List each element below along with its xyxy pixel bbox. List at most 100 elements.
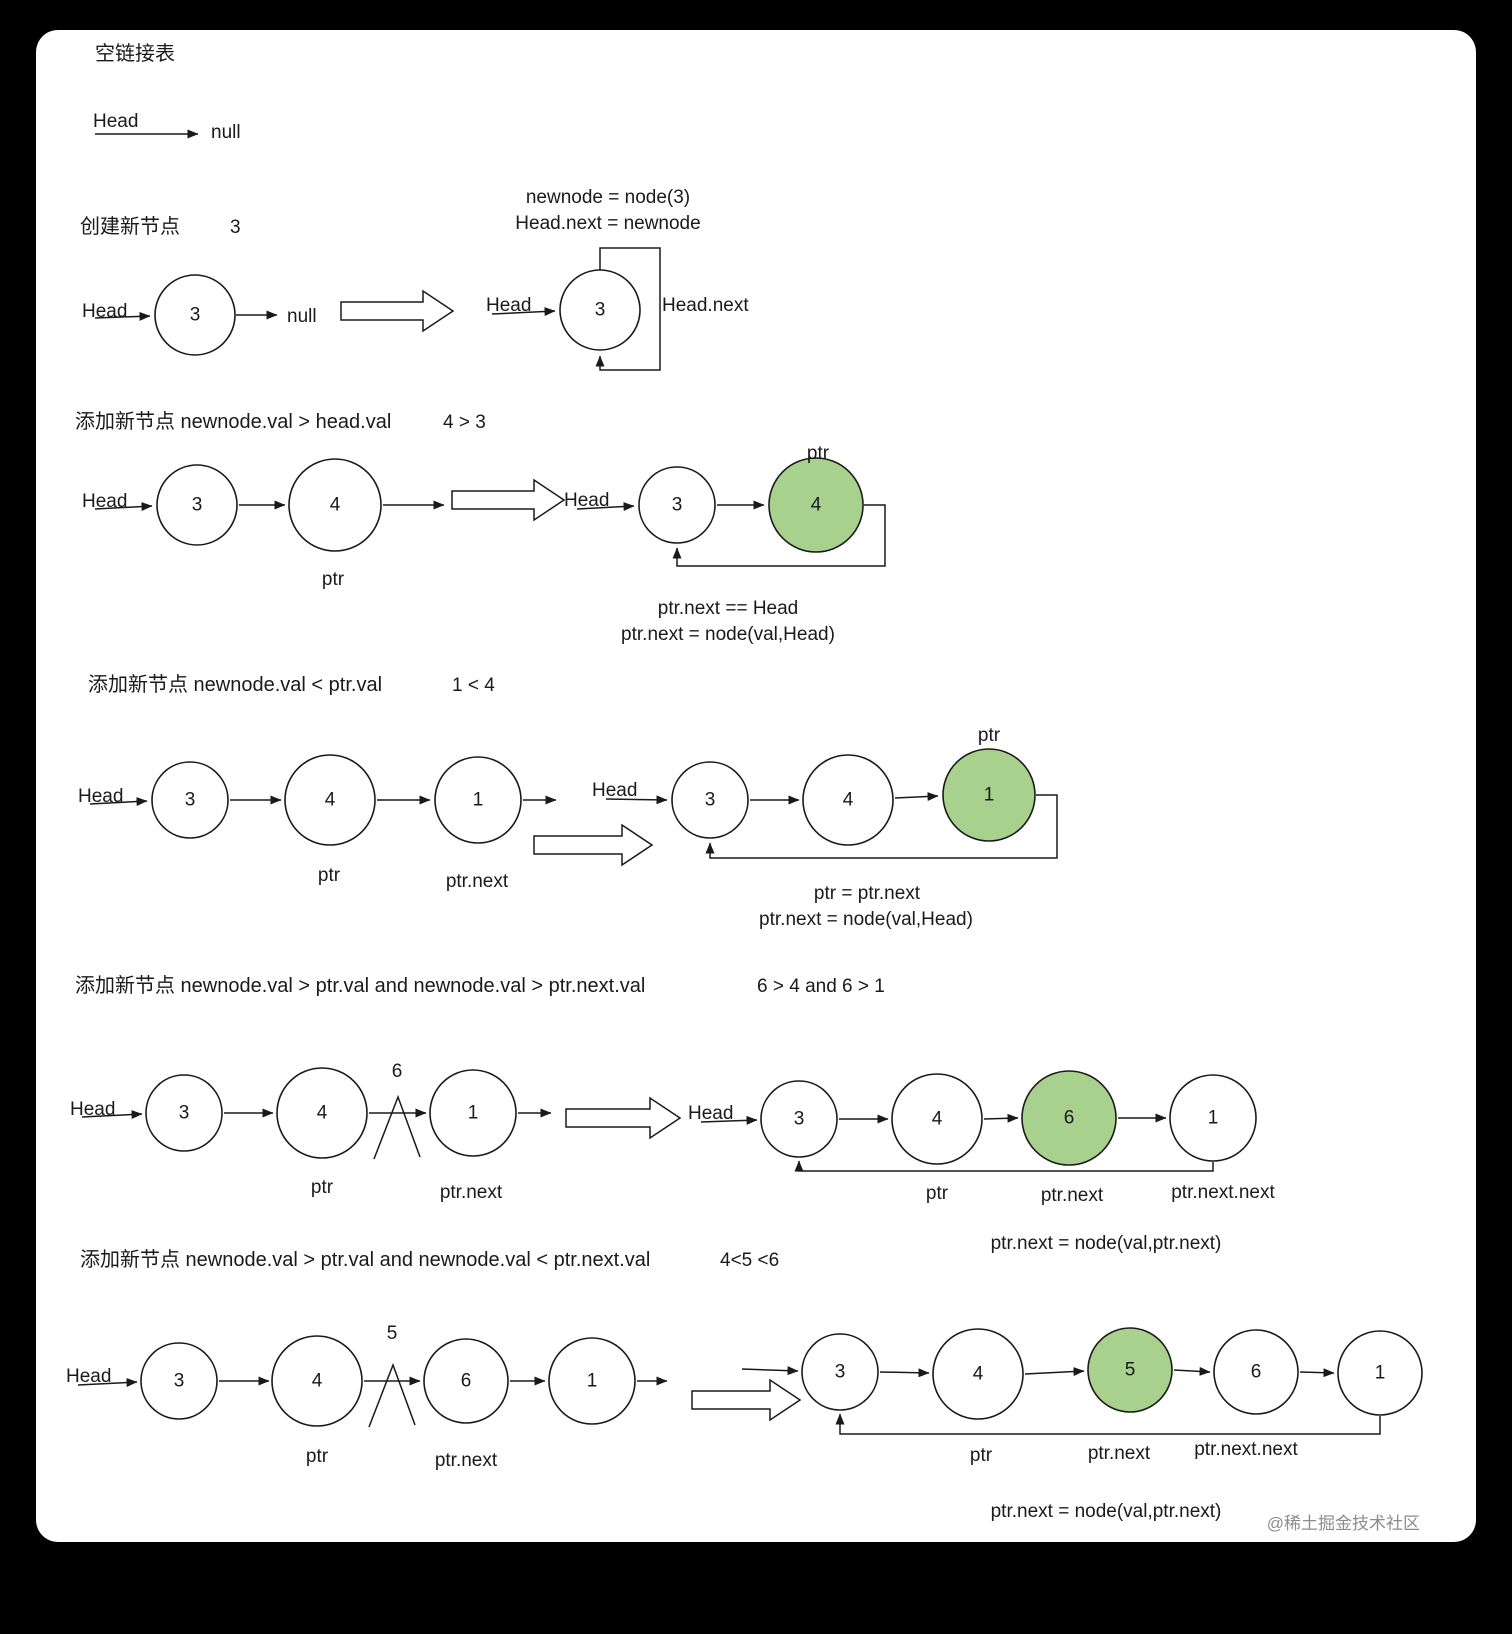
s2-title: 添加新节点 newnode.val > head.val — [75, 410, 391, 433]
link-arrow — [1173, 1366, 1211, 1376]
head-label: Head — [592, 780, 637, 801]
node-value: 3 — [192, 495, 203, 516]
node-circle — [559, 269, 641, 351]
new-node-circle — [942, 748, 1036, 842]
node-value: 3 — [190, 305, 201, 326]
page-title: 空链接表 — [95, 42, 175, 65]
s1-value: 3 — [230, 217, 241, 238]
node-value: 1 — [1208, 1108, 1219, 1129]
s4-insert-value: 6 — [392, 1061, 403, 1082]
node-value: 3 — [672, 495, 683, 516]
node-circle — [548, 1337, 636, 1425]
head-label: Head — [70, 1099, 115, 1120]
insert-break-mark — [373, 1094, 421, 1160]
link-arrow — [81, 1110, 143, 1120]
head-label: Head — [688, 1103, 733, 1124]
node-value: 3 — [174, 1371, 185, 1392]
node-circle — [284, 754, 376, 846]
node-value: 4 — [317, 1103, 328, 1124]
node-value: 3 — [794, 1109, 805, 1130]
ptr-next-next-label: ptr.next.next — [1171, 1182, 1275, 1203]
node-value: 4 — [932, 1109, 943, 1130]
node-circle — [156, 464, 238, 546]
s4-title: 添加新节点 newnode.val > ptr.val and newnode.… — [75, 974, 645, 997]
s3-code-2: ptr.next = node(val,Head) — [759, 909, 973, 930]
node-value: 1 — [473, 790, 484, 811]
s5-cond: 4<5 <6 — [720, 1250, 779, 1271]
node-circle — [1337, 1330, 1423, 1416]
loop-back-arrow — [595, 247, 661, 371]
s1-code-2: Head.next = newnode — [515, 213, 700, 234]
null-label: null — [287, 306, 317, 327]
node-value: 3 — [595, 300, 606, 321]
head-next-label: Head.next — [662, 295, 749, 316]
node-value: 4 — [312, 1371, 323, 1392]
link-arrow — [741, 1366, 799, 1376]
new-node-circle — [1021, 1070, 1117, 1166]
s5-code-1: ptr.next = node(val,ptr.next) — [991, 1501, 1222, 1522]
s5-insert-value: 5 — [387, 1323, 398, 1344]
node-circle — [802, 754, 894, 846]
link-arrow — [491, 307, 556, 316]
node-value: 3 — [835, 1362, 846, 1383]
link-arrow — [94, 502, 153, 512]
node-value: 4 — [843, 790, 854, 811]
node-circle — [429, 1069, 517, 1157]
ptr-next-label: ptr.next — [1088, 1443, 1151, 1464]
loop-back-arrow — [794, 1160, 1214, 1172]
node-value: 5 — [1125, 1360, 1136, 1381]
s3-cond: 1 < 4 — [452, 675, 495, 696]
link-arrow — [576, 502, 635, 512]
null-label: null — [211, 122, 241, 143]
link-arrow — [94, 311, 151, 321]
s3-code-1: ptr = ptr.next — [814, 883, 921, 904]
loop-back-arrow — [705, 794, 1058, 859]
node-circle — [1169, 1074, 1257, 1162]
ptr-label: ptr — [311, 1177, 334, 1198]
ptr-next-label: ptr.next — [435, 1450, 498, 1471]
head-label: Head — [82, 491, 127, 512]
ptr-label: ptr — [306, 1446, 329, 1467]
loop-back-arrow — [835, 1413, 1381, 1435]
link-arrow — [1024, 1367, 1085, 1377]
link-arrow — [1299, 1368, 1335, 1378]
transform-block-arrow — [565, 1096, 682, 1140]
node-circle — [276, 1067, 368, 1159]
ptr-next-label: ptr.next — [446, 871, 509, 892]
head-label: Head — [564, 490, 609, 511]
node-value: 3 — [185, 790, 196, 811]
node-value: 4 — [811, 495, 822, 516]
node-circle — [932, 1328, 1024, 1420]
new-node-circle — [768, 457, 864, 553]
ptr-label: ptr — [807, 443, 830, 464]
node-value: 4 — [330, 495, 341, 516]
node-value: 4 — [973, 1364, 984, 1385]
node-value: 1 — [1375, 1363, 1386, 1384]
canvas-card — [36, 30, 1476, 1542]
s2-cond: 4 > 3 — [443, 412, 486, 433]
node-circle — [145, 1074, 223, 1152]
node-circle — [154, 274, 236, 356]
ptr-next-next-label: ptr.next.next — [1194, 1439, 1298, 1460]
ptr-label: ptr — [978, 725, 1001, 746]
link-arrow — [77, 1378, 138, 1388]
node-value: 1 — [587, 1371, 598, 1392]
node-value: 6 — [461, 1371, 472, 1392]
node-circle — [434, 756, 522, 844]
ptr-label: ptr — [970, 1445, 993, 1466]
node-value: 3 — [705, 790, 716, 811]
link-arrow — [983, 1113, 1019, 1123]
ptr-label: ptr — [318, 865, 341, 886]
head-label: Head — [93, 111, 138, 132]
head-label: Head — [486, 295, 531, 316]
s1-code-1: newnode = node(3) — [526, 187, 690, 208]
node-circle — [760, 1080, 838, 1158]
transform-block-arrow — [451, 478, 566, 522]
transform-block-arrow — [340, 289, 455, 333]
node-circle — [671, 761, 749, 839]
s5-title: 添加新节点 newnode.val > ptr.val and newnode.… — [80, 1248, 650, 1271]
s4-code-1: ptr.next = node(val,ptr.next) — [991, 1233, 1222, 1254]
node-value: 6 — [1064, 1108, 1075, 1129]
